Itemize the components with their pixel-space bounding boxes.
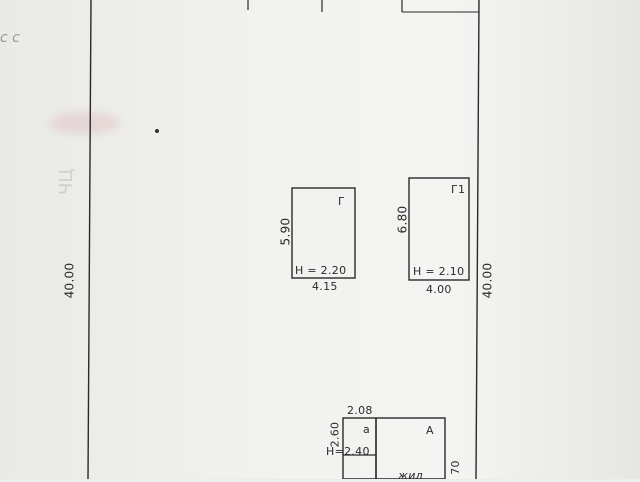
building-g1-width: 4.00 <box>426 283 452 296</box>
house-main-label: жил <box>398 469 423 482</box>
building-g-outline <box>291 187 356 279</box>
house-annex-height: Н=2.40 <box>326 445 370 458</box>
building-g1-letter: Г1 <box>451 183 466 196</box>
building-g1-depth: 6.80 <box>395 205 410 234</box>
building-g-width: 4.15 <box>312 280 338 293</box>
building-g-letter: Г <box>338 195 346 208</box>
house-annex-width: 2.08 <box>347 404 373 417</box>
building-g1-height: Н = 2.10 <box>413 265 465 278</box>
house-annex-letter: а <box>363 423 371 436</box>
house-annex-depth: 2.60 <box>328 421 342 448</box>
building-g1-outline <box>408 177 470 281</box>
right-side-length: 40.00 <box>480 262 495 299</box>
building-g-depth: 5.90 <box>278 217 293 246</box>
building-g-height: Н = 2.20 <box>295 264 347 277</box>
left-side-length: 40.00 <box>62 262 77 299</box>
corner-scribble: с с <box>0 30 20 46</box>
house-side-dimension: 70 <box>448 460 462 475</box>
house-main-letter: А <box>426 424 434 437</box>
paper-stain <box>50 112 120 134</box>
plot-left-boundary <box>87 0 92 479</box>
plot-right-boundary <box>475 0 480 479</box>
house-main-outline <box>375 417 446 479</box>
ink-dot <box>155 129 159 133</box>
